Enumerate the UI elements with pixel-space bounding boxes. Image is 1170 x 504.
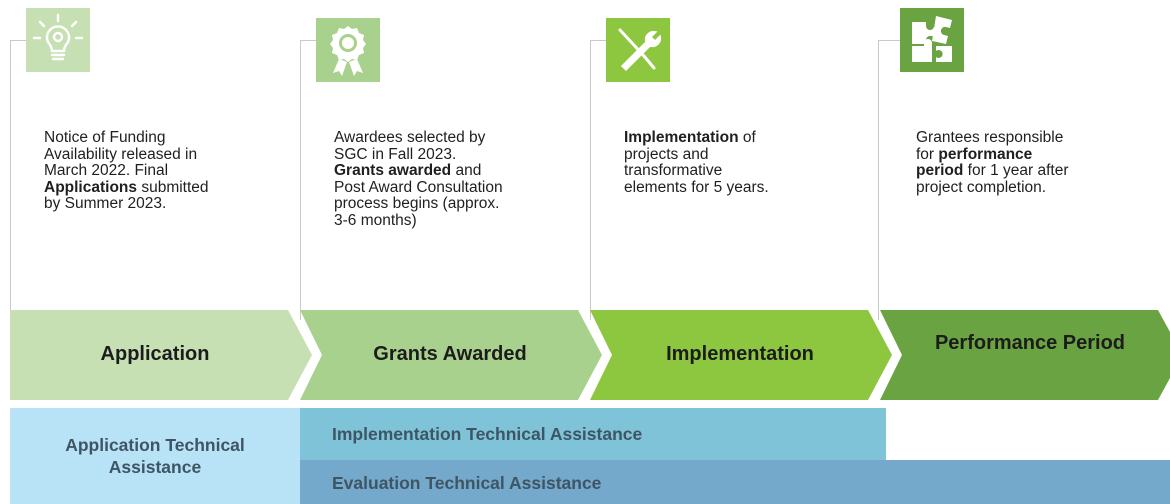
tools-icon xyxy=(606,18,670,82)
description-emphasis: performance xyxy=(938,145,1033,163)
application-arrow xyxy=(10,310,312,400)
stage-description: Awardees selected by SGC in Fall 2023. G… xyxy=(334,129,574,229)
guide-line xyxy=(590,40,591,320)
performance-period-arrow xyxy=(880,310,1170,400)
description-emphasis: period xyxy=(916,162,964,179)
guide-line xyxy=(300,40,301,320)
description-text: 3-6 months) xyxy=(334,211,417,229)
guide-line xyxy=(300,40,316,41)
stage-label-performance-period: Performance Period xyxy=(934,332,1126,354)
description-text: for xyxy=(916,145,939,163)
description-emphasis: Grants awarded xyxy=(334,162,452,179)
evaluation-ta-label: Evaluation Technical Assistance xyxy=(332,473,602,493)
grants-awarded-arrow xyxy=(300,310,602,400)
description-text: process begins (approx. xyxy=(334,195,500,212)
description-text: Grantees responsible xyxy=(916,129,1064,146)
description-text: elements for 5 years. xyxy=(624,178,769,196)
guide-line xyxy=(10,40,26,41)
description-text: Availability released in xyxy=(44,145,198,163)
description-text: and xyxy=(451,162,482,179)
puzzle-icon xyxy=(900,8,964,72)
guide-line xyxy=(590,40,606,41)
description-text: projects and xyxy=(624,145,709,163)
stage-label-implementation: Implementation xyxy=(666,343,814,365)
description-text: SGC in Fall 2023. xyxy=(334,145,457,163)
description-emphasis: Implementation xyxy=(624,129,739,146)
description-text: transformative xyxy=(624,162,723,179)
description-text: Post Award Consultation xyxy=(334,178,503,196)
description-text: Awardees selected by xyxy=(334,129,486,146)
description-text: March 2022. Final xyxy=(44,162,169,179)
application-ta-label: Application Technical Assistance xyxy=(65,435,245,477)
stage-arrows xyxy=(10,310,1170,400)
description-emphasis: Applications xyxy=(44,178,138,196)
implementation-ta-bar: Implementation Technical Assistance xyxy=(300,408,886,460)
stage-label-application: Application xyxy=(100,343,210,365)
application-ta-box: Application Technical Assistance xyxy=(10,408,300,504)
stage-label-grants-awarded: Grants Awarded xyxy=(373,343,527,365)
guide-line xyxy=(878,40,900,41)
description-text: submitted xyxy=(137,178,209,196)
description-text: by Summer 2023. xyxy=(44,195,167,212)
implementation-ta-label: Implementation Technical Assistance xyxy=(332,424,643,444)
guide-line xyxy=(878,40,879,320)
description-text: project completion. xyxy=(916,178,1047,196)
guide-line xyxy=(10,40,11,320)
evaluation-ta-bar: Evaluation Technical Assistance xyxy=(300,460,1170,504)
description-text: for 1 year after xyxy=(963,162,1069,179)
lightbulb-icon xyxy=(26,8,90,72)
award-ribbon-icon xyxy=(316,18,380,82)
stage-description: Notice of Funding Availability released … xyxy=(44,129,284,213)
description-text: Notice of Funding xyxy=(44,129,166,146)
implementation-arrow xyxy=(590,310,892,400)
stage-description: Implementation of projects and transform… xyxy=(624,129,864,196)
stage-description: Grantees responsible for performance per… xyxy=(916,129,1146,196)
description-text: of xyxy=(738,129,756,146)
